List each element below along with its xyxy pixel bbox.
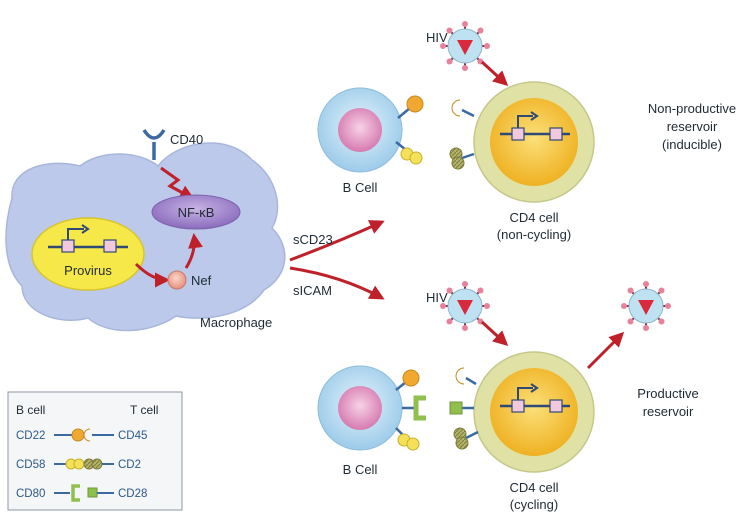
legend-cd58-label: CD58 [16, 459, 45, 471]
cd28-receptor-icon [449, 401, 474, 415]
legend-header-b-cell: B cell [16, 403, 45, 417]
cd4-cell-bottom [473, 351, 595, 473]
legend-cd2-label: CD2 [118, 459, 141, 471]
latent-provirus-gene-icon [500, 111, 570, 141]
cd58-ligand-icon [395, 427, 420, 451]
cd22-ligand-icon [395, 369, 420, 391]
macrophage-nucleus [31, 217, 145, 291]
hiv-entry-arrow-top [480, 60, 509, 87]
provirus-label: Provirus [64, 263, 112, 278]
nonprod-label-2: reservoir [667, 119, 718, 134]
scd23-label: sCD23 [293, 232, 333, 247]
hiv-label-bottom: HIV [426, 290, 448, 305]
cd2-receptor-icon [453, 427, 479, 450]
legend-box: B cell T cell CD22 CD45 CD58 CD2 CD80 [7, 391, 183, 511]
nef-label: Nef [191, 273, 212, 288]
released-hiv-virion-icon [621, 281, 671, 331]
cd4-label-bottom-2: (cycling) [510, 497, 558, 512]
nef-nfkb-arrow [184, 233, 203, 269]
cd80-ligand-icon [402, 395, 426, 421]
legend-cd80-label: CD80 [16, 488, 45, 500]
legend-header-t-cell: T cell [130, 403, 158, 417]
nfkb-label: NF-κB [178, 205, 215, 220]
nonprod-label-3: (inducible) [662, 137, 722, 152]
cd58-ligand-icon [395, 141, 423, 165]
legend-cd28-label: CD28 [118, 488, 147, 500]
cd45-receptor-icon [451, 99, 475, 118]
cd40-label: CD40 [170, 132, 203, 147]
cd4-label-bottom-1: CD4 cell [509, 480, 558, 495]
b-cell-label-bottom: B Cell [343, 462, 378, 477]
cd2-receptor-icon [449, 147, 475, 170]
legend-cd45-label: CD45 [118, 430, 147, 442]
macrophage-label: Macrophage [200, 315, 272, 330]
sicam-label: sICAM [293, 283, 332, 298]
cd4-label-top-1: CD4 cell [509, 210, 558, 225]
legend-cd58-cd2-icon [54, 458, 114, 470]
prod-label-2: reservoir [643, 404, 694, 419]
b-cell-bottom [317, 365, 403, 451]
hiv-virion-icon [440, 281, 490, 331]
nef-protein [167, 270, 187, 290]
nfkb-complex [151, 194, 241, 230]
provirus-nef-arrow [134, 262, 170, 288]
b-cell-label-top: B Cell [343, 180, 378, 195]
hiv-label-top: HIV [426, 30, 448, 45]
legend-cd80-cd28-icon [54, 484, 114, 502]
legend-cd22-label: CD22 [16, 430, 45, 442]
cd22-ligand-icon [397, 95, 424, 119]
scd23-arrow [289, 220, 385, 262]
hiv-entry-arrow-bottom [480, 320, 509, 347]
cd40-receptor-icon [142, 129, 166, 160]
cd40-signal-arrow [160, 166, 195, 200]
cd4-cell-top [473, 81, 595, 203]
active-provirus-gene-icon [500, 383, 570, 413]
provirus-gene-icon [48, 224, 128, 253]
virus-release-arrow [586, 331, 625, 370]
prod-label-1: Productive [637, 386, 698, 401]
b-cell-top [317, 87, 403, 173]
sicam-arrow [289, 266, 385, 300]
cd4-label-top-2: (non-cycling) [497, 227, 571, 242]
cd45-receptor-icon [455, 367, 477, 386]
legend-cd22-cd45-icon [54, 428, 114, 442]
nonprod-label-1: Non-productive [648, 101, 736, 116]
hiv-virion-icon [440, 21, 490, 71]
